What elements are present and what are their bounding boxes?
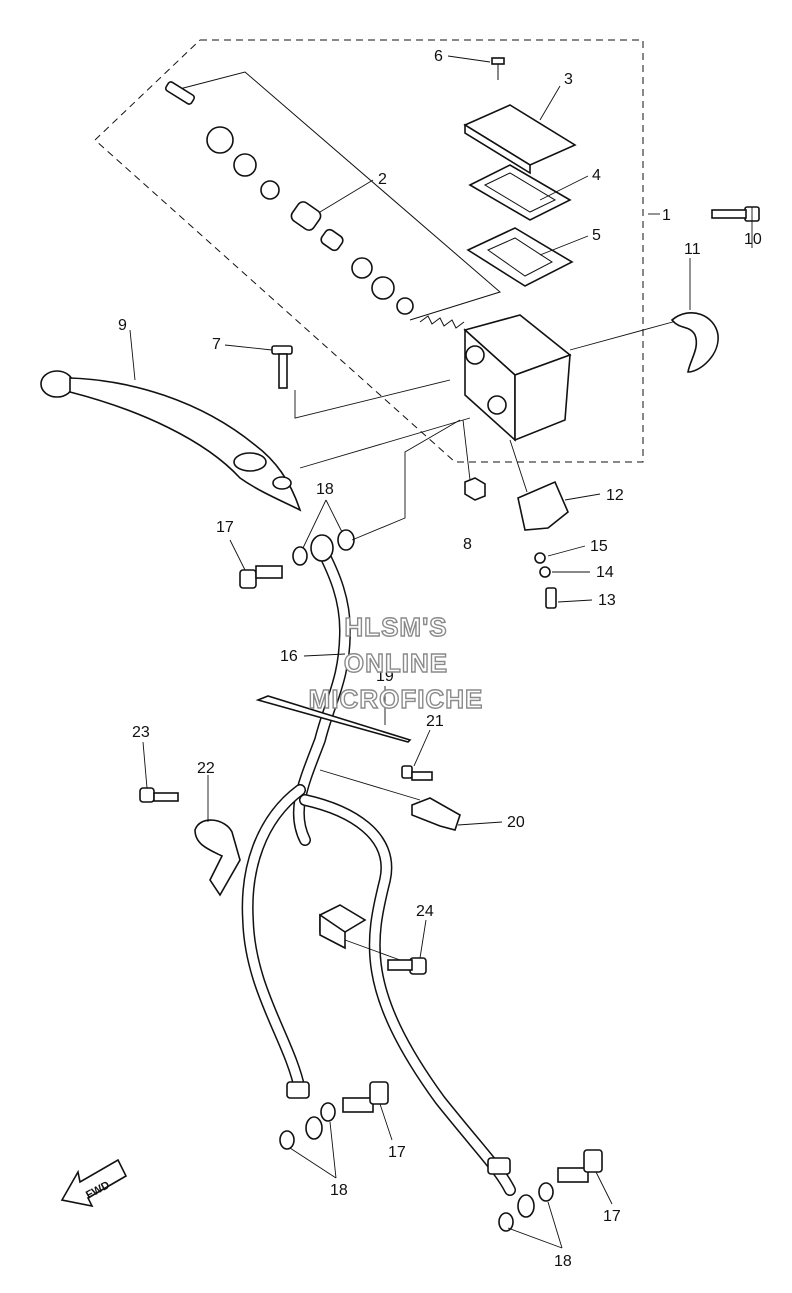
callout-17b: 17 <box>388 1144 406 1161</box>
fwd-arrow-badge: FWD <box>60 1158 128 1208</box>
master-cylinder-body <box>463 314 572 442</box>
callout-17c: 17 <box>603 1208 621 1225</box>
reservoir-cap <box>463 104 577 175</box>
pivot-nut <box>462 419 486 501</box>
watermark-line-2: ONLINE <box>344 648 448 678</box>
callout-labels: 1 2 3 4 5 6 7 8 9 10 11 12 13 14 15 16 1… <box>118 48 762 1270</box>
callout-12: 12 <box>606 487 624 504</box>
callout-2: 2 <box>378 171 387 188</box>
callout-19: 19 <box>376 668 394 685</box>
assembly-boundary <box>94 39 644 463</box>
callout-13: 13 <box>598 592 616 609</box>
callout-21: 21 <box>426 713 444 730</box>
callout-14: 14 <box>596 564 614 581</box>
brake-hose-right <box>299 794 516 1196</box>
callout-3: 3 <box>564 71 573 88</box>
brake-switch <box>509 439 569 609</box>
callout-4: 4 <box>592 167 601 184</box>
hose-clamp <box>194 819 241 897</box>
clamp-bolt-lower <box>139 787 179 803</box>
lead-lever-pivot <box>299 417 471 469</box>
callout-5: 5 <box>592 227 601 244</box>
callout-23: 23 <box>132 724 150 741</box>
reservoir-screw <box>491 57 505 80</box>
callout-11: 11 <box>684 241 701 258</box>
callout-18b: 18 <box>330 1182 348 1199</box>
callout-1: 1 <box>662 207 671 224</box>
callout-17a: 17 <box>216 519 234 536</box>
pivot-bolt <box>271 345 451 419</box>
callout-18c: 18 <box>554 1253 572 1270</box>
callout-7: 7 <box>212 336 221 353</box>
callout-15: 15 <box>590 538 608 555</box>
hose-guide-bracket <box>319 769 461 831</box>
callout-8: 8 <box>463 536 472 553</box>
bracket-bolt <box>401 765 433 781</box>
callout-9: 9 <box>118 317 127 334</box>
callout-24: 24 <box>416 903 434 920</box>
callout-16: 16 <box>280 648 298 665</box>
brake-hose-left <box>241 784 306 1096</box>
callout-6: 6 <box>434 48 443 65</box>
piston-kit <box>164 71 502 321</box>
callout-18a: 18 <box>316 481 334 498</box>
watermark: HLSM'S ONLINE MICROFICHE <box>308 611 484 714</box>
diaphragm <box>466 227 574 287</box>
hose-joint <box>319 904 367 950</box>
right-caliper-fitting <box>487 1149 603 1232</box>
watermark-line-1: HLSM'S <box>344 612 447 642</box>
callout-22: 22 <box>197 760 215 777</box>
joint-bolt <box>344 939 427 975</box>
upper-union-bolt <box>239 419 461 589</box>
cable-tie <box>255 695 412 743</box>
callout-leaders <box>129 55 753 1249</box>
callout-20: 20 <box>507 814 525 831</box>
lead-mc-clamp <box>569 319 681 351</box>
handlebar-clamp <box>670 311 719 373</box>
brake-lever <box>40 370 302 512</box>
left-caliper-fitting <box>279 1081 389 1150</box>
cap-plate <box>468 164 572 221</box>
spring <box>419 315 465 329</box>
callout-10: 10 <box>744 231 762 248</box>
watermark-line-3: MICROFICHE <box>309 684 484 714</box>
